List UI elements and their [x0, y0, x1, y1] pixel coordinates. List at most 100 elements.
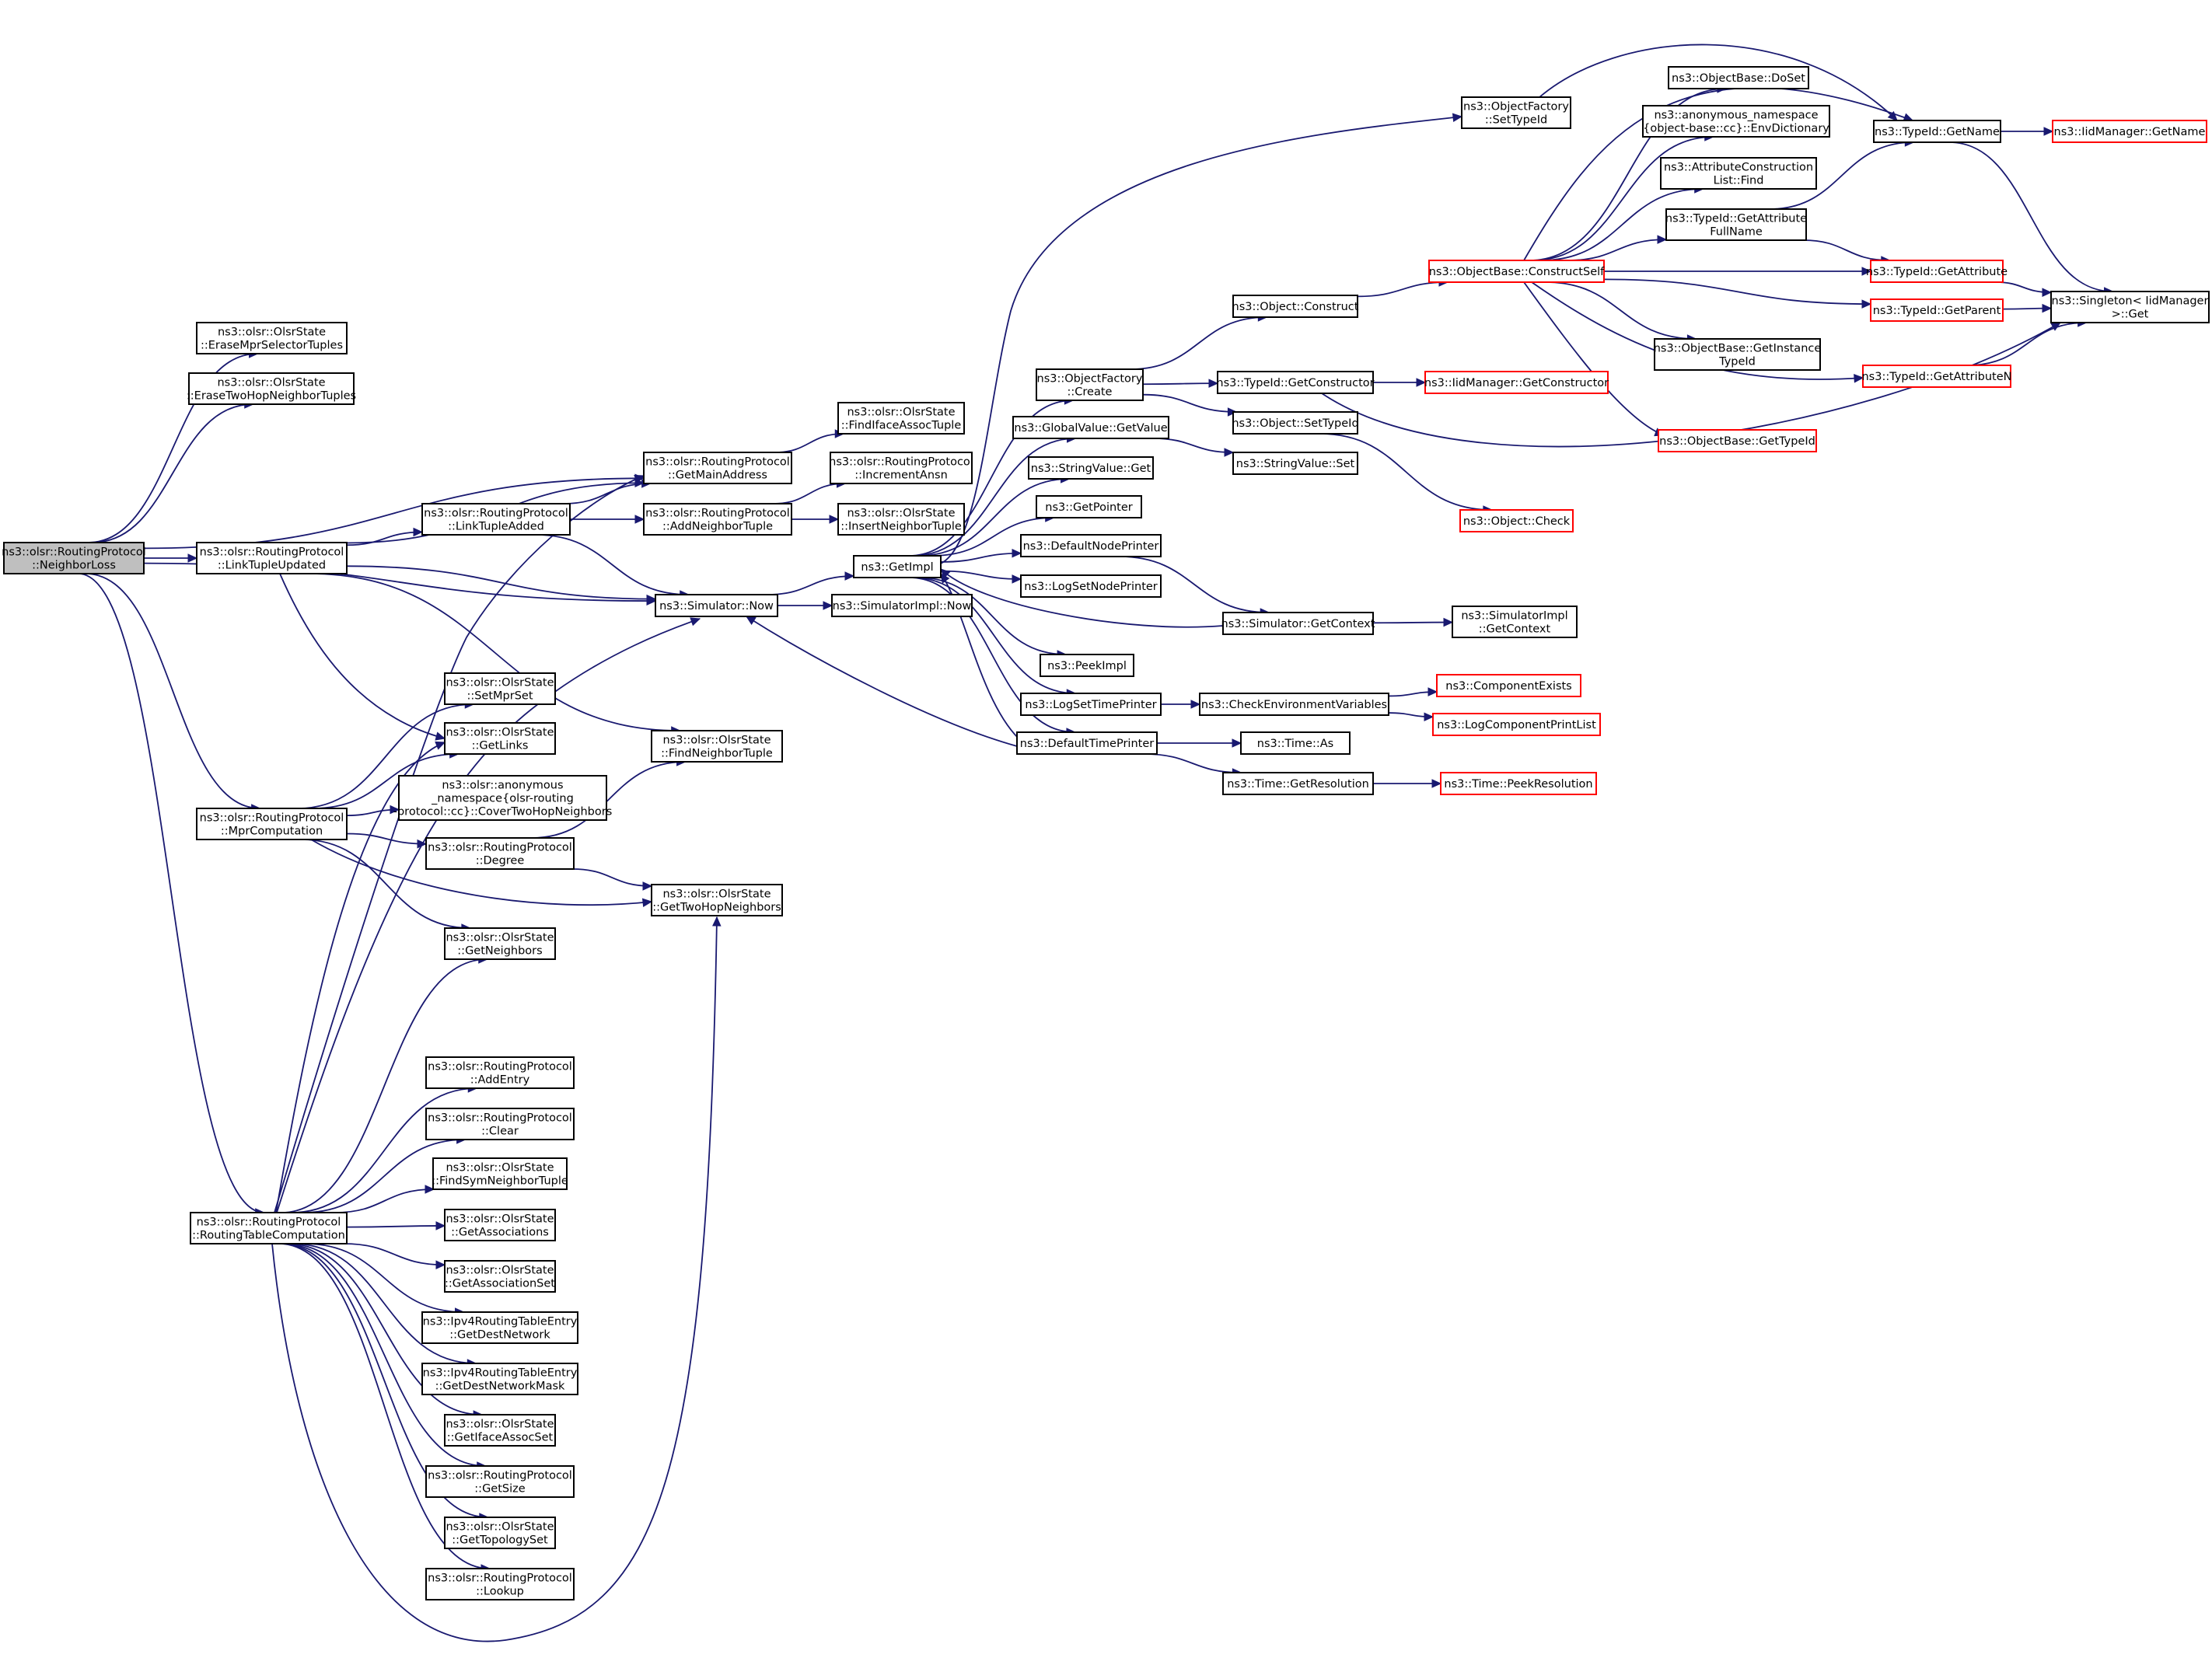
node-gi[interactable]: ns3::GetImpl	[853, 555, 942, 578]
node-simg[interactable]: ns3::Singleton< IidManager >::Get	[2050, 291, 2210, 323]
node-pi[interactable]: ns3::PeekImpl	[1040, 654, 1134, 677]
node-gp[interactable]: ns3::GetPointer	[1036, 495, 1142, 518]
call-edge-rtc-to-gas	[346, 1221, 446, 1230]
node-box	[188, 372, 355, 405]
node-tas[interactable]: ns3::Time::As	[1240, 731, 1351, 755]
node-dtp[interactable]: ns3::DefaultTimePrinter	[1016, 731, 1158, 755]
node-lta[interactable]: ns3::olsr::RoutingProtocol::LinkTupleAdd…	[421, 503, 571, 536]
node-obgti[interactable]: ns3::ObjectBase::GetTypeId	[1658, 429, 1817, 452]
node-box	[425, 1568, 575, 1600]
node-box	[1668, 66, 1809, 89]
node-box	[398, 775, 607, 821]
node-svs[interactable]: ns3::StringValue::Set	[1232, 452, 1358, 475]
node-lstp[interactable]: ns3::LogSetTimePrinter	[1020, 693, 1162, 716]
node-label: ::Create	[1068, 386, 1113, 399]
node-box	[837, 402, 965, 435]
node-tgn[interactable]: ns3::TypeId::GetName	[1873, 120, 2001, 143]
node-tgc[interactable]: ns3::TypeId::GetConstructor	[1216, 371, 1375, 394]
call-edge-ofc-to-tgc	[1142, 379, 1219, 388]
node-gdn[interactable]: ns3::Ipv4RoutingTableEntry::GetDestNetwo…	[421, 1311, 578, 1344]
node-oc[interactable]: ns3::Object::Construct	[1232, 295, 1359, 318]
arrowhead	[413, 527, 424, 537]
node-dnp[interactable]: ns3::DefaultNodePrinter	[1020, 534, 1162, 557]
node-label: ns3::olsr::RoutingProtocol	[428, 1112, 572, 1125]
node-sms[interactable]: ns3::olsr::OlsrState::SetMprSet	[444, 672, 556, 705]
node-sgc[interactable]: ns3::Simulator::GetContext	[1221, 612, 1375, 635]
node-deg[interactable]: ns3::olsr::RoutingProtocol::Degree	[425, 837, 575, 870]
node-lsnp[interactable]: ns3::LogSetNodePrinter	[1020, 574, 1162, 598]
node-gn[interactable]: ns3::olsr::OlsrState::GetNeighbors	[444, 927, 556, 960]
node-gma[interactable]: ns3::olsr::RoutingProtocol::GetMainAddre…	[643, 452, 792, 484]
call-edge-lta-to-ant	[570, 515, 645, 524]
node-lcpl[interactable]: ns3::LogComponentPrintList	[1432, 713, 1601, 736]
node-gvgv[interactable]: ns3::GlobalValue::GetValue	[1012, 416, 1169, 439]
node-gias[interactable]: ns3::olsr::OlsrState::GetIfaceAssocSet	[444, 1414, 556, 1447]
node-imgc[interactable]: ns3::IidManager::GetConstructor	[1424, 371, 1609, 394]
node-label: ::GetDestNetworkMask	[435, 1381, 565, 1393]
node-sin[interactable]: ns3::SimulatorImpl::Now	[831, 594, 973, 617]
node-label: ::Clear	[481, 1126, 519, 1138]
call-edge-mc-to-cthn	[346, 805, 400, 817]
node-imgn[interactable]: ns3::IidManager::GetName	[2052, 120, 2207, 143]
node-label: ns3::olsr::OlsrState	[217, 377, 325, 389]
node-tgan[interactable]: ns3::TypeId::GetAttributeN	[1861, 365, 2012, 388]
node-int[interactable]: ns3::olsr::OlsrState::InsertNeighborTupl…	[837, 503, 965, 536]
node-gl[interactable]: ns3::olsr::OlsrState::GetLinks	[444, 722, 556, 755]
node-label: ::NeighborLoss	[32, 560, 116, 572]
node-cthn[interactable]: ns3::olsr::anonymous_namespace{olsr-rout…	[393, 775, 613, 821]
node-emst[interactable]: ns3::olsr::OlsrState::EraseMprSelectorTu…	[196, 322, 348, 354]
node-label: ns3::ObjectFactory	[1037, 373, 1143, 386]
call-edge-tgc-to-imgc	[1372, 378, 1427, 387]
node-sigc[interactable]: ns3::SimulatorImpl::GetContext	[1452, 606, 1578, 638]
node-gthn[interactable]: ns3::olsr::OlsrState::GetTwoHopNeighbors	[651, 884, 783, 916]
node-box	[1642, 105, 1830, 138]
node-sn[interactable]: ns3::Simulator::Now	[655, 594, 778, 617]
node-obcs[interactable]: ns3::ObjectBase::ConstructSelf	[1428, 260, 1605, 283]
node-och[interactable]: ns3::Object::Check	[1459, 509, 1574, 532]
node-label: ::GetNeighbors	[457, 945, 542, 958]
node-ofst[interactable]: ns3::ObjectFactory::SetTypeId	[1461, 96, 1571, 129]
node-obds[interactable]: ns3::ObjectBase::DoSet	[1668, 66, 1809, 89]
node-label: ::SetTypeId	[1485, 114, 1547, 127]
node-fnt[interactable]: ns3::olsr::OlsrState::FindNeighborTuple	[651, 730, 783, 763]
node-ae[interactable]: ns3::olsr::RoutingProtocol::AddEntry	[425, 1056, 575, 1089]
node-osti[interactable]: ns3::Object::SetTypeId	[1232, 411, 1359, 435]
node-label: ns3::ObjectBase::GetTypeId	[1659, 435, 1815, 448]
node-ofc[interactable]: ns3::ObjectFactory::Create	[1036, 368, 1144, 401]
node-gsz[interactable]: ns3::olsr::RoutingProtocol::GetSize	[425, 1465, 575, 1498]
node-tga[interactable]: ns3::TypeId::GetAttribute	[1866, 260, 2008, 283]
node-rtc[interactable]: ns3::olsr::RoutingProtocol::RoutingTable…	[190, 1212, 348, 1244]
node-cev[interactable]: ns3::CheckEnvironmentVariables	[1199, 693, 1389, 716]
node-label: ns3::olsr::RoutingProtocol	[428, 1470, 572, 1482]
node-box	[1036, 495, 1142, 518]
node-tgr[interactable]: ns3::Time::GetResolution	[1222, 772, 1374, 795]
edge-line	[1948, 141, 2113, 292]
node-ant[interactable]: ns3::olsr::RoutingProtocol::AddNeighborT…	[643, 503, 792, 536]
node-aned[interactable]: ns3::anonymous_namespace{object-base::cc…	[1642, 105, 1830, 138]
node-label: ::GetSize	[474, 1483, 525, 1496]
node-label: ns3::Simulator::GetContext	[1221, 618, 1375, 630]
node-ce[interactable]: ns3::ComponentExists	[1436, 674, 1581, 697]
node-fsnt[interactable]: ns3::olsr::OlsrState::FindSymNeighborTup…	[432, 1157, 568, 1190]
node-tgpar[interactable]: ns3::TypeId::GetParent	[1870, 298, 2004, 322]
node-gas[interactable]: ns3::olsr::OlsrState::GetAssociations	[444, 1209, 556, 1241]
node-fiat[interactable]: ns3::olsr::OlsrState::FindIfaceAssocTupl…	[837, 402, 965, 435]
node-clr[interactable]: ns3::olsr::RoutingProtocol::Clear	[425, 1108, 575, 1140]
node-gaset[interactable]: ns3::olsr::OlsrState::GetAssociationSet	[444, 1260, 556, 1293]
node-ltu[interactable]: ns3::olsr::RoutingProtocol::LinkTupleUpd…	[196, 542, 348, 574]
node-gdnm[interactable]: ns3::Ipv4RoutingTableEntry::GetDestNetwo…	[421, 1363, 578, 1395]
node-ethn[interactable]: ns3::olsr::OlsrState::EraseTwoHopNeighbo…	[187, 372, 356, 405]
node-box	[421, 1311, 578, 1344]
node-gts[interactable]: ns3::olsr::OlsrState::GetTopologySet	[444, 1517, 556, 1549]
node-tpr[interactable]: ns3::Time::PeekResolution	[1440, 772, 1597, 795]
node-lkp[interactable]: ns3::olsr::RoutingProtocol::Lookup	[425, 1568, 575, 1600]
node-svg[interactable]: ns3::StringValue::Get	[1028, 456, 1154, 480]
node-mc[interactable]: ns3::olsr::RoutingProtocol::MprComputati…	[196, 808, 348, 840]
node-box	[425, 837, 575, 870]
arrowhead	[2043, 127, 2054, 136]
function-nodes: ns3::olsr::RoutingProtocol::NeighborLoss…	[2, 66, 2210, 1600]
node-ia[interactable]: ns3::olsr::RoutingProtocol::IncrementAns…	[829, 452, 973, 484]
